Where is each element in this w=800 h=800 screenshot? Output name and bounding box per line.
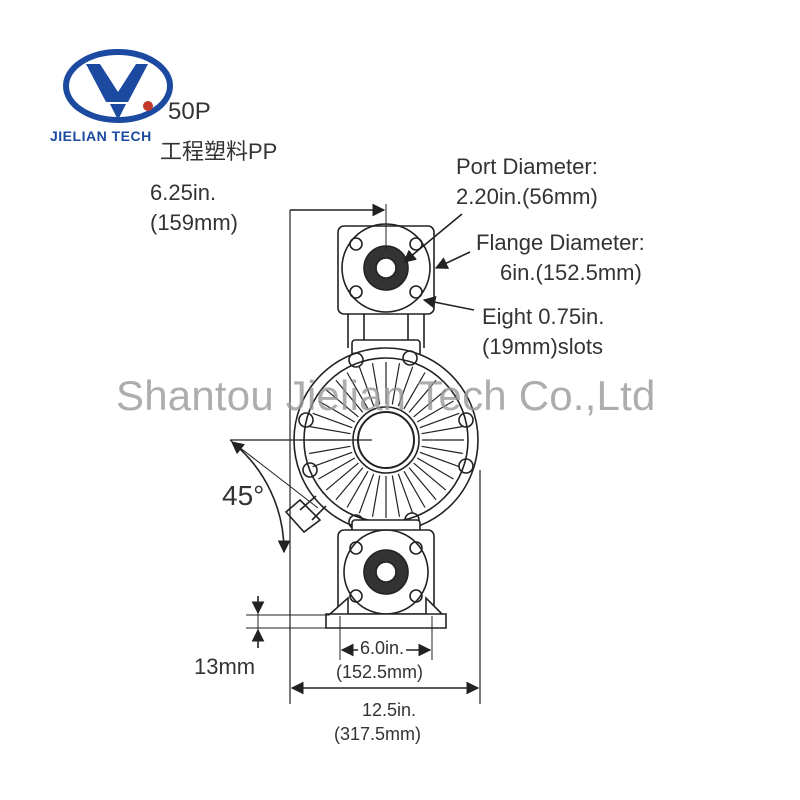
- logo-dot-icon: [143, 101, 153, 111]
- body-rib: [419, 412, 460, 429]
- body-rib: [397, 366, 414, 407]
- base-thickness-label: 13mm: [194, 654, 256, 679]
- model-label: 50P: [168, 98, 211, 125]
- watermark: Shantou Jielian Tech Co.,Ltd: [116, 372, 656, 419]
- body-rib: [421, 445, 463, 455]
- height-in-label: 6.25in.: [150, 180, 217, 205]
- body-rib: [312, 451, 353, 468]
- body-rib: [403, 372, 426, 410]
- body-rib: [391, 475, 401, 517]
- body-rib: [416, 400, 454, 423]
- pump-base: [325, 596, 447, 629]
- body-rib: [403, 470, 426, 508]
- body-rib: [371, 363, 381, 405]
- air-valve: [284, 495, 327, 534]
- total-width-mm-label: (317.5mm): [334, 724, 422, 744]
- body-rib: [413, 462, 447, 491]
- body-rib: [413, 389, 447, 418]
- port-diameter-label: Port Diameter:: [456, 154, 598, 179]
- pump-body: [293, 347, 479, 533]
- body-rib: [335, 467, 364, 501]
- body-rib: [397, 473, 414, 514]
- body-ribs: [308, 362, 464, 518]
- body-rib: [335, 379, 364, 413]
- slots-label-line1: Eight 0.75in.: [482, 304, 605, 329]
- body-rib: [391, 363, 401, 405]
- body-rib: [408, 379, 437, 413]
- body-rib: [358, 366, 375, 407]
- angle-label: 45°: [222, 480, 265, 511]
- flange-diameter-label: Flange Diameter:: [476, 230, 645, 255]
- total-width-in-label: 12.5in.: [362, 700, 417, 720]
- slots-label-line2: (19mm)slots: [482, 334, 604, 359]
- body-rib: [318, 400, 356, 423]
- body-rib: [325, 389, 359, 418]
- material-label: 工程塑料PP: [160, 139, 278, 164]
- brand-name: JIELIAN TECH: [50, 128, 152, 144]
- body-rib: [318, 457, 356, 480]
- body-rib: [358, 473, 375, 514]
- body-rib: [325, 462, 359, 491]
- body-rib: [421, 425, 463, 435]
- bottom-flange: [337, 529, 435, 615]
- body-rib: [416, 457, 454, 480]
- body-rib: [346, 470, 369, 508]
- body-rib: [419, 451, 460, 468]
- body-rib: [312, 412, 353, 429]
- body-rib: [371, 475, 381, 517]
- body-rib: [309, 445, 351, 455]
- top-flange: [337, 223, 435, 315]
- base-width-in-label: 6.0in.: [358, 638, 407, 659]
- port-diameter-value: 2.20in.(56mm): [456, 184, 598, 209]
- jielian-logo: [63, 49, 173, 123]
- base-width-mm-label: (152.5mm): [336, 662, 424, 682]
- body-rib: [346, 372, 369, 410]
- flange-diameter-value: 6in.(152.5mm): [500, 260, 642, 285]
- body-rib: [309, 425, 351, 435]
- height-mm-label: (159mm): [150, 210, 239, 235]
- body-rib: [408, 467, 437, 501]
